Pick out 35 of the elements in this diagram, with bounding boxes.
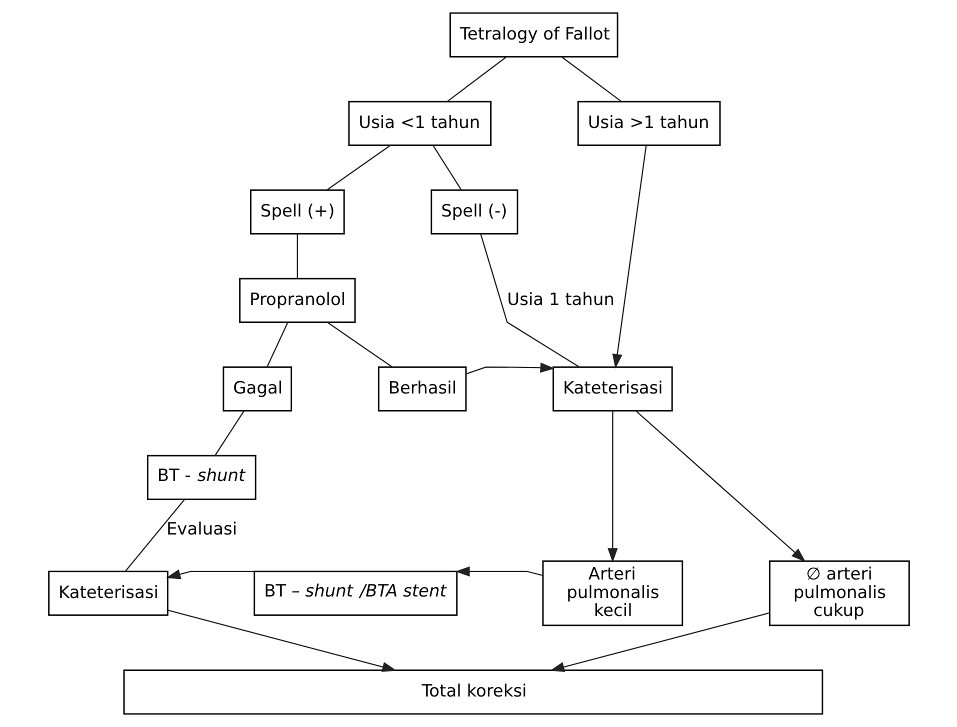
node-box: Usia <1 tahun (348, 100, 492, 146)
node-box: Tetralogy of Fallot (448, 12, 618, 58)
node-box: Usia >1 tahun (576, 100, 720, 146)
connector (326, 144, 390, 190)
arrow (167, 610, 396, 672)
arrow (612, 145, 646, 369)
connector (480, 234, 580, 368)
node-box: ∅ arteri pulmonalis cukup (768, 560, 910, 626)
connector (446, 56, 506, 102)
arrow (454, 566, 542, 577)
node-box: BT - shunt (146, 454, 256, 500)
node-box: Spell (-) (430, 189, 518, 234)
node-box: Arteri pulmonalis kecil (542, 560, 683, 626)
node-box: Kateterisasi (552, 366, 672, 412)
node-box: Total koreksi (122, 670, 823, 715)
node-box: Kateterisasi (48, 570, 168, 616)
arrow (165, 569, 254, 580)
connector (432, 145, 462, 190)
connector (266, 322, 288, 368)
connector (560, 56, 622, 102)
node-box: Berhasil (377, 366, 466, 412)
node-box: BT – shunt /BTA stent (253, 570, 458, 616)
node-box: Gagal (222, 366, 292, 412)
edge-label: Evaluasi (166, 520, 237, 540)
node-box: Spell (+) (250, 189, 344, 234)
connector (214, 410, 244, 456)
arrow (549, 612, 770, 672)
edge-label: Usia 1 tahun (506, 290, 614, 310)
connector (296, 234, 298, 279)
arrow (607, 411, 618, 563)
node-box: Propranolol (238, 278, 356, 323)
connector (124, 499, 184, 572)
arrow (635, 410, 806, 562)
connector (326, 322, 392, 368)
arrow (465, 362, 554, 374)
